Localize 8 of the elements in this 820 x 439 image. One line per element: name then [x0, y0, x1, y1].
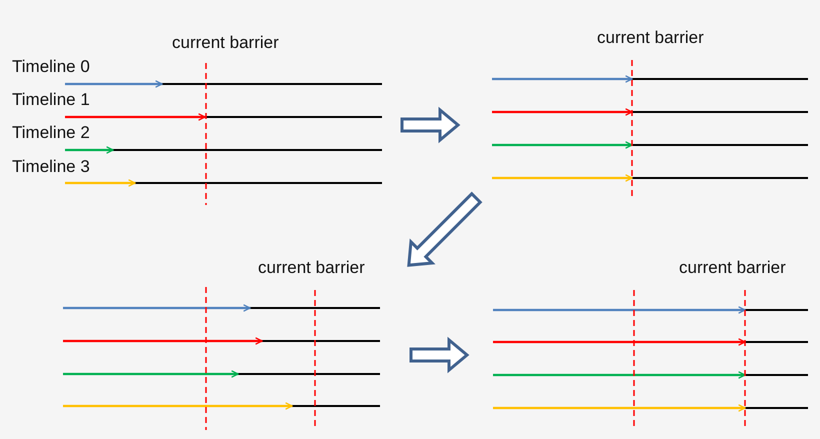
timeline-label: Timeline 3 [12, 157, 90, 177]
barrier-label: current barrier [679, 258, 786, 278]
barrier-label: current barrier [597, 28, 704, 48]
timeline-label: Timeline 0 [12, 57, 90, 77]
barrier-label: current barrier [172, 33, 279, 53]
barrier-label: current barrier [258, 258, 365, 278]
timeline-label: Timeline 1 [12, 90, 90, 110]
timeline-label: Timeline 2 [12, 123, 90, 143]
